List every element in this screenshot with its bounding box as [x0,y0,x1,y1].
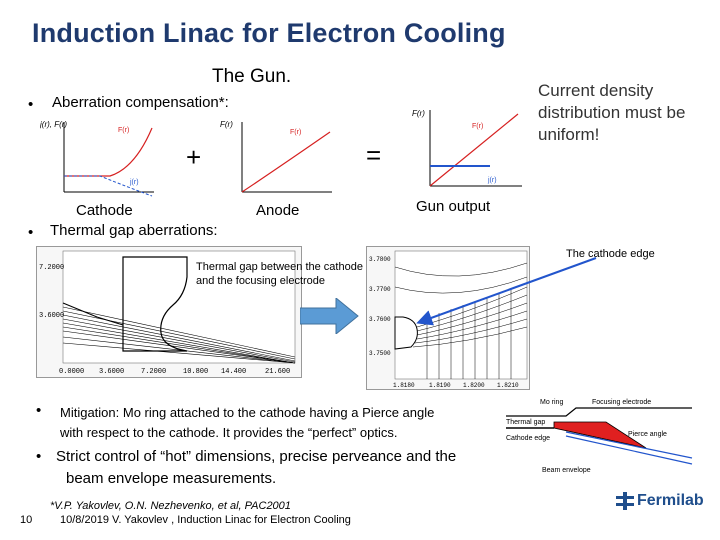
cathode-edge-pointer [410,256,600,335]
svg-text:F(r): F(r) [118,127,129,134]
gun-simulation-plot: 7.2000 3.6000 0.0000 3.6000 7.2000 10.80… [36,246,302,378]
bullet-dot: • [36,448,42,465]
diagram-pierce-angle: Pierce angle [628,431,667,438]
gun-output-plot: F(r) F(r) j(r) [410,106,528,194]
thermal-gap-caption-line2: and the focusing electrode [196,275,326,287]
cathode-edge-zoom-plot: 3.7800 3.7700 3.7600 3.7500 1.8180 1.819… [366,246,530,390]
diagram-mo-ring: Mo ring [540,399,563,406]
bullet-mitigation: Mitigation: Mo ring attached to the cath… [60,403,434,443]
cathode-label: Cathode [76,202,133,219]
fermilab-logo: Fermilab [616,492,704,510]
gun-output-label: Gun output [416,198,491,215]
page-number: 10 [20,514,33,526]
left-tick-x2: 3.6000 [99,368,124,376]
anode-plot: F(r) F(r) [218,118,336,202]
right-tick-x3: 1.8200 [463,382,485,389]
footnote: *V.P. Yakovlev, O.N. Nezhevenko, et al, … [50,500,291,512]
plus-sign: + [186,142,202,172]
right-tick-x2: 1.8190 [429,382,451,389]
svg-text:F(r): F(r) [412,109,425,118]
bullet-mitigation-line2: with respect to the cathode. It provides… [60,425,398,440]
cathode-plot: j(r), F(r) F(r) j(r) [40,118,158,202]
svg-text:j(r), F(r): j(r), F(r) [40,120,67,129]
left-tick-x3: 7.2000 [141,368,166,376]
bullet-strict-control-line1: Strict control of “hot” dimensions, prec… [56,448,457,465]
side-note-line3: uniform! [538,125,600,144]
fermilab-logo-text: Fermilab [637,492,704,509]
footer-text: 10/8/2019 V. Yakovlev , Induction Linac … [60,514,351,526]
thermal-gap-caption: Thermal gap between the cathode and the … [196,260,363,288]
bullet-dot: • [28,96,34,113]
slide-subtitle: The Gun. [212,66,292,87]
slide-title: Induction Linac for Electron Cooling [32,18,506,48]
svg-text:F(r): F(r) [290,129,301,136]
cathode-edge-label: The cathode edge [566,248,655,260]
bullet-aberration: Aberration compensation*: [52,94,229,111]
left-tick-x1: 0.0000 [59,368,84,376]
right-tick-x4: 1.8210 [497,382,519,389]
side-note-line2: distribution must be [538,103,686,122]
side-note-line1: Current density [538,81,654,100]
bullet-strict-control-line2: beam envelope measurements. [66,470,277,487]
left-tick-y2: 3.6000 [39,312,64,320]
fermilab-logo-icon [616,492,634,510]
bullet-dot: • [28,224,34,241]
diagram-thermal-gap: Thermal gap [506,419,545,426]
right-tick-y3: 3.7600 [369,316,391,323]
left-tick-x5: 14.400 [221,368,246,376]
bullet-thermal-gap: Thermal gap aberrations: [50,222,218,239]
right-arrow-icon [299,296,360,339]
thermal-gap-caption-line1: Thermal gap between the cathode [196,261,363,273]
svg-text:j(r): j(r) [129,179,139,186]
bullet-dot: • [36,402,42,419]
left-tick-x4: 10.800 [183,368,208,376]
left-tick-y1: 7.2000 [39,264,64,272]
diagram-beam-envelope: Beam envelope [542,467,591,474]
svg-text:F(r): F(r) [220,120,233,129]
right-tick-x1: 1.8180 [393,382,415,389]
left-tick-x6: 21.600 [265,368,290,376]
equals-sign: = [366,140,382,170]
diagram-focusing-electrode: Focusing electrode [592,399,651,406]
anode-label: Anode [256,202,300,219]
bullet-mitigation-line1: Mitigation: Mo ring attached to the cath… [60,405,435,420]
right-tick-y1: 3.7800 [369,256,391,263]
svg-text:j(r): j(r) [487,177,497,184]
right-tick-y2: 3.7700 [369,286,391,293]
mo-ring-diagram: Mo ring Focusing electrode Thermal gap C… [506,388,696,483]
diagram-cathode-edge: Cathode edge [506,435,550,442]
svg-text:F(r): F(r) [472,123,483,130]
side-note: Current density distribution must be uni… [538,80,685,146]
right-tick-y4: 3.7500 [369,350,391,357]
bullet-strict-control: Strict control of “hot” dimensions, prec… [56,446,456,490]
